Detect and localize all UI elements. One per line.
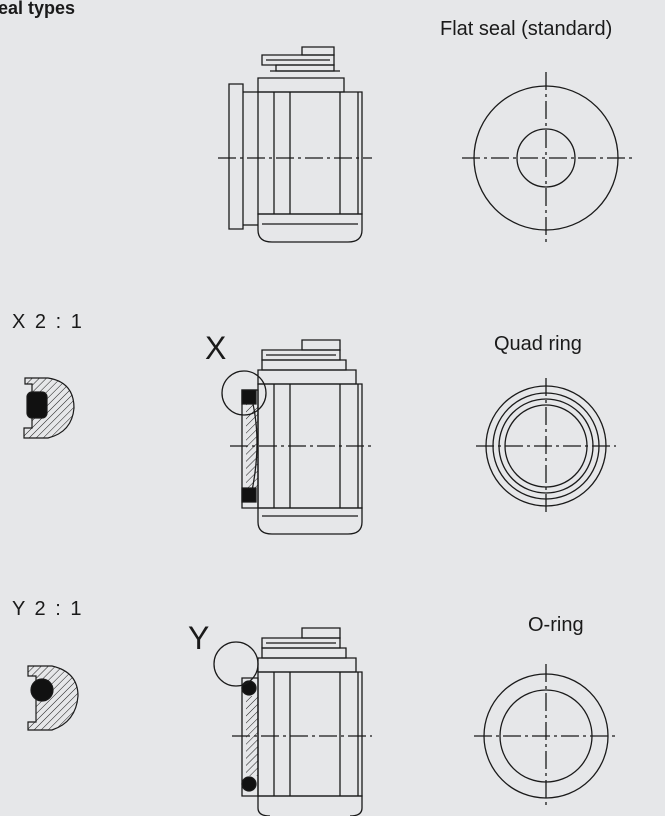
front-view-quad-ring bbox=[476, 378, 616, 514]
side-view-flat-seal bbox=[218, 47, 372, 242]
detail-view-x bbox=[24, 378, 74, 438]
detail-marker-y: Y bbox=[188, 620, 210, 656]
front-view-flat-seal bbox=[462, 72, 634, 244]
detail-view-y bbox=[28, 666, 78, 730]
caption-flat-seal: Flat seal (standard) bbox=[440, 18, 613, 40]
caption-quad-ring: Quad ring bbox=[494, 333, 582, 355]
side-view-quad-ring bbox=[222, 340, 372, 534]
caption-o-ring: O-ring bbox=[528, 614, 584, 636]
detail-label-y: Y 2 : 1 bbox=[12, 598, 84, 620]
detail-marker-x: X bbox=[205, 330, 227, 366]
front-view-o-ring bbox=[474, 664, 618, 808]
side-view-o-ring bbox=[214, 628, 372, 816]
detail-label-x: X 2 : 1 bbox=[12, 311, 84, 333]
section-title: eal types bbox=[0, 0, 76, 18]
